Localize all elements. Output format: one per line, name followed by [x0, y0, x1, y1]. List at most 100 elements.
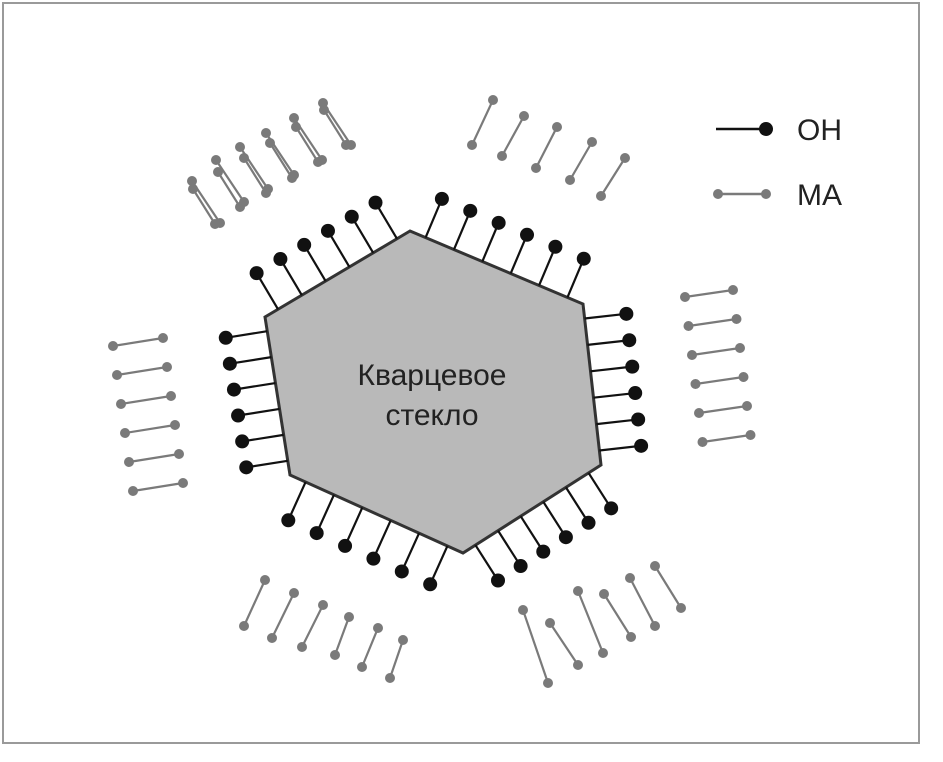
ma-molecule-30	[267, 588, 299, 643]
ma-dot-a-18	[188, 184, 198, 194]
oh-dot-31	[273, 252, 288, 267]
legend: OH MA	[713, 114, 842, 212]
ma-stick-37	[576, 590, 605, 654]
ma-dot-b-8	[166, 391, 176, 401]
oh-dot-13	[581, 515, 596, 530]
ma-dot-b-28	[620, 153, 630, 163]
ma-stick-21	[269, 142, 293, 179]
oh-dot-15	[536, 544, 551, 559]
ma-dot-a-38	[599, 589, 609, 599]
ma-molecule-31	[297, 600, 328, 652]
ma-stick-4	[698, 404, 748, 415]
oh-group-22	[309, 494, 335, 541]
oh-dot-16	[513, 559, 528, 574]
oh-stick-28	[229, 356, 272, 365]
oh-stick-29	[225, 330, 268, 339]
ma-molecule-23	[319, 105, 351, 150]
ma-dot-b-2	[735, 343, 745, 353]
oh-stick-24	[246, 459, 288, 469]
oh-group-5	[566, 251, 591, 298]
ma-molecule-38	[599, 589, 636, 642]
oh-dot-3	[520, 227, 535, 242]
oh-dot-35	[368, 195, 383, 210]
ma-dot-b-6	[158, 333, 168, 343]
ma-molecule-6	[108, 333, 168, 351]
ma-dot-a-29	[239, 621, 249, 631]
oh-dot-22	[309, 526, 324, 541]
legend-oh-dot-icon	[759, 122, 773, 136]
ma-dot-b-23	[341, 140, 351, 150]
oh-dot-34	[344, 209, 359, 224]
ma-molecule-25	[497, 111, 529, 161]
oh-group-21	[338, 507, 364, 553]
ma-stick-19	[217, 171, 241, 208]
oh-dot-9	[628, 386, 643, 401]
ma-molecule-10	[124, 449, 184, 467]
ma-dot-a-22	[291, 122, 301, 132]
ma-dot-a-2	[687, 350, 697, 360]
oh-stick-7	[587, 339, 630, 346]
ma-molecule-18	[188, 184, 220, 229]
ma-stick-26	[535, 126, 558, 169]
ma-dot-a-20	[239, 153, 249, 163]
ma-stick-40	[654, 565, 682, 609]
oh-dot-20	[366, 551, 381, 566]
oh-stick-17	[474, 544, 499, 582]
oh-group-0	[424, 191, 449, 238]
ma-dot-b-34	[398, 635, 408, 645]
ma-molecule-40	[650, 561, 686, 613]
ma-dot-a-9	[120, 428, 130, 438]
ma-molecule-7	[112, 362, 172, 380]
oh-dot-18	[423, 577, 438, 592]
ma-molecule-35	[518, 605, 553, 688]
oh-dot-10	[631, 412, 646, 427]
ma-dot-a-34	[385, 673, 395, 683]
ma-dot-b-20	[261, 188, 271, 198]
ma-stick-8	[120, 394, 172, 406]
oh-stick-2	[481, 222, 500, 262]
oh-stick-15	[519, 515, 545, 553]
ma-molecule-21	[265, 138, 297, 183]
ma-stick-27	[569, 141, 593, 181]
ma-dot-b-10	[174, 449, 184, 459]
ma-dot-a-25	[497, 151, 507, 161]
oh-stick-8	[590, 365, 633, 373]
ma-dot-b-40	[676, 603, 686, 613]
oh-group-19	[394, 532, 421, 579]
ma-dot-a-12	[187, 176, 197, 186]
ma-molecule-4	[694, 401, 752, 418]
ma-molecule-26	[531, 122, 562, 173]
oh-dot-30	[249, 266, 264, 281]
oh-group-25	[235, 433, 284, 449]
oh-group-8	[590, 359, 640, 374]
oh-stick-16	[497, 530, 522, 567]
oh-group-15	[519, 515, 551, 559]
ma-dot-b-7	[162, 362, 172, 372]
ma-dot-a-10	[124, 457, 134, 467]
ma-stick-2	[691, 346, 741, 357]
ma-molecule-34	[385, 635, 408, 683]
oh-dot-0	[434, 191, 449, 206]
oh-group-28	[222, 356, 272, 371]
oh-stick-9	[593, 391, 636, 399]
ma-stick-29	[242, 579, 267, 627]
ma-dot-b-33	[373, 623, 383, 633]
ma-dot-a-24	[467, 140, 477, 150]
oh-group-7	[587, 333, 637, 348]
ma-molecule-37	[573, 586, 608, 658]
oh-group-20	[366, 519, 392, 566]
ma-dot-a-19	[213, 167, 223, 177]
oh-dot-12	[604, 501, 619, 516]
oh-stick-12	[587, 472, 613, 509]
ma-molecule-11	[128, 478, 188, 496]
ma-stick-20	[243, 157, 267, 194]
ma-molecule-8	[116, 391, 176, 409]
ma-dot-a-23	[319, 105, 329, 115]
ma-dot-a-36	[545, 618, 555, 628]
ma-dot-b-26	[552, 122, 562, 132]
ma-stick-6	[112, 336, 164, 348]
oh-dot-23	[281, 513, 296, 528]
oh-stick-18	[429, 545, 449, 585]
oh-group-33	[320, 223, 351, 268]
ma-stick-13	[215, 159, 245, 203]
